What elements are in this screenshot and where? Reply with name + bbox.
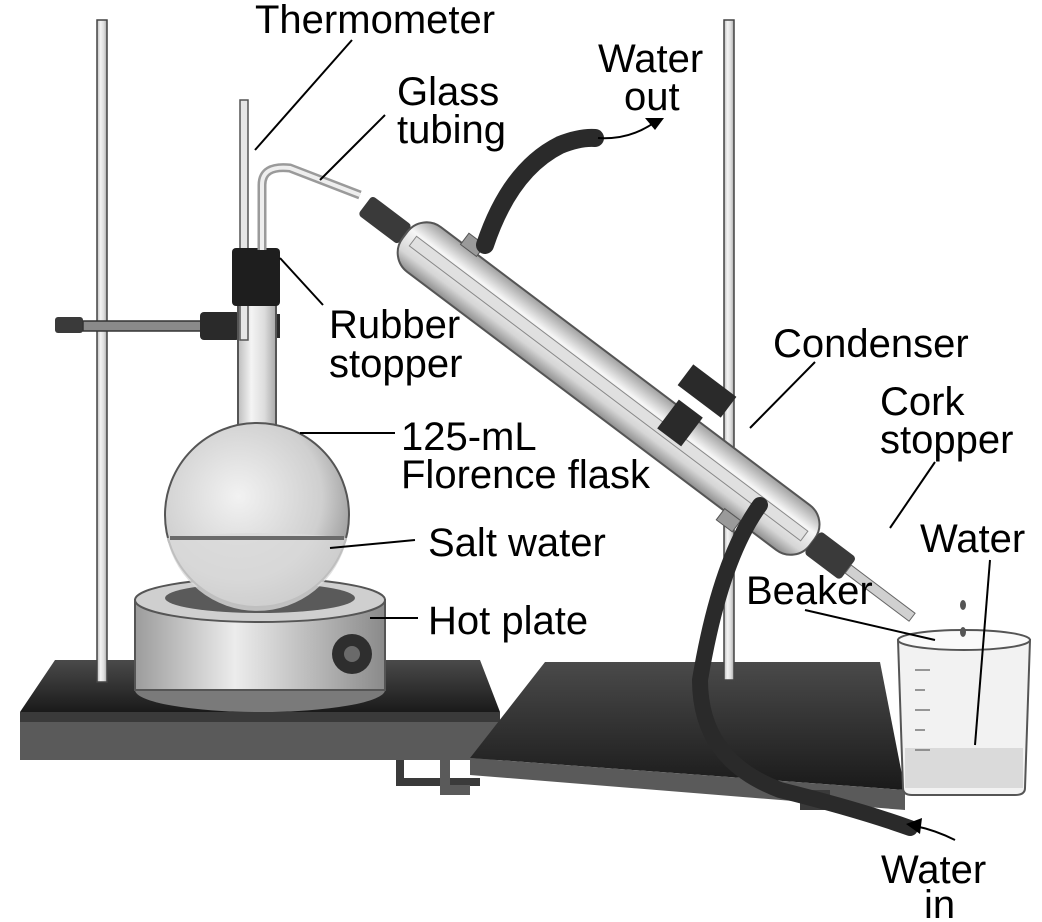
water-out-label-line1: Water bbox=[598, 37, 703, 81]
salt-water-leader bbox=[329, 539, 416, 549]
water-drop bbox=[960, 600, 966, 610]
water-leader bbox=[974, 559, 991, 746]
water-in-arrowhead bbox=[906, 818, 922, 834]
water-out-hose bbox=[476, 128, 604, 254]
beaker-leader bbox=[804, 609, 936, 641]
water-out-arrow bbox=[597, 121, 656, 140]
florence-flask-label-line1: 125-mL bbox=[401, 415, 537, 459]
water-out-label-line2: out bbox=[624, 75, 680, 119]
rubber-stopper-leader bbox=[279, 257, 324, 306]
right-stand-base bbox=[440, 662, 905, 810]
salt-water-label: Salt water bbox=[428, 521, 606, 565]
glass-tubing-label-line1: Glass bbox=[397, 70, 499, 114]
hot-plate-label: Hot plate bbox=[428, 599, 588, 643]
water-drop bbox=[960, 627, 966, 637]
condenser-clamp bbox=[657, 364, 737, 447]
glass-tubing-label-line2: tubing bbox=[397, 108, 506, 152]
condenser bbox=[359, 197, 916, 622]
condenser-leader bbox=[749, 361, 816, 429]
cork-stopper-leader bbox=[889, 461, 936, 529]
glass-tubing bbox=[257, 163, 362, 250]
water-out-arrowhead bbox=[645, 118, 664, 130]
water-in-label-line1: Water bbox=[881, 848, 986, 892]
water-label: Water bbox=[920, 517, 1025, 561]
water-in-hose bbox=[691, 497, 918, 836]
distilled-water-in-beaker bbox=[905, 748, 1023, 788]
condenser-label: Condenser bbox=[773, 322, 969, 366]
rubber-stopper-label-line2: stopper bbox=[329, 342, 462, 386]
salt-water-liquid bbox=[167, 533, 347, 611]
cork-stopper-label-line1: Cork bbox=[880, 380, 965, 424]
glass-tubing-leader bbox=[319, 114, 386, 181]
thermometer bbox=[239, 99, 249, 341]
beaker-label: Beaker bbox=[746, 569, 873, 613]
left-support-rod bbox=[96, 19, 108, 683]
rubber-stopper bbox=[232, 248, 280, 306]
cork-stopper-label-line2: stopper bbox=[880, 418, 1013, 462]
florence-flask-label-line2: Florence flask bbox=[401, 453, 651, 497]
florence-flask bbox=[164, 289, 350, 611]
water-in-arrow bbox=[914, 825, 956, 841]
thermometer-leader bbox=[254, 39, 353, 151]
rubber-stopper-label-line1: Rubber bbox=[329, 303, 460, 347]
water-in-label-line2: in bbox=[924, 883, 955, 922]
right-support-rod bbox=[723, 19, 735, 681]
thermometer-label: Thermometer bbox=[255, 0, 495, 42]
beaker bbox=[896, 629, 1032, 796]
